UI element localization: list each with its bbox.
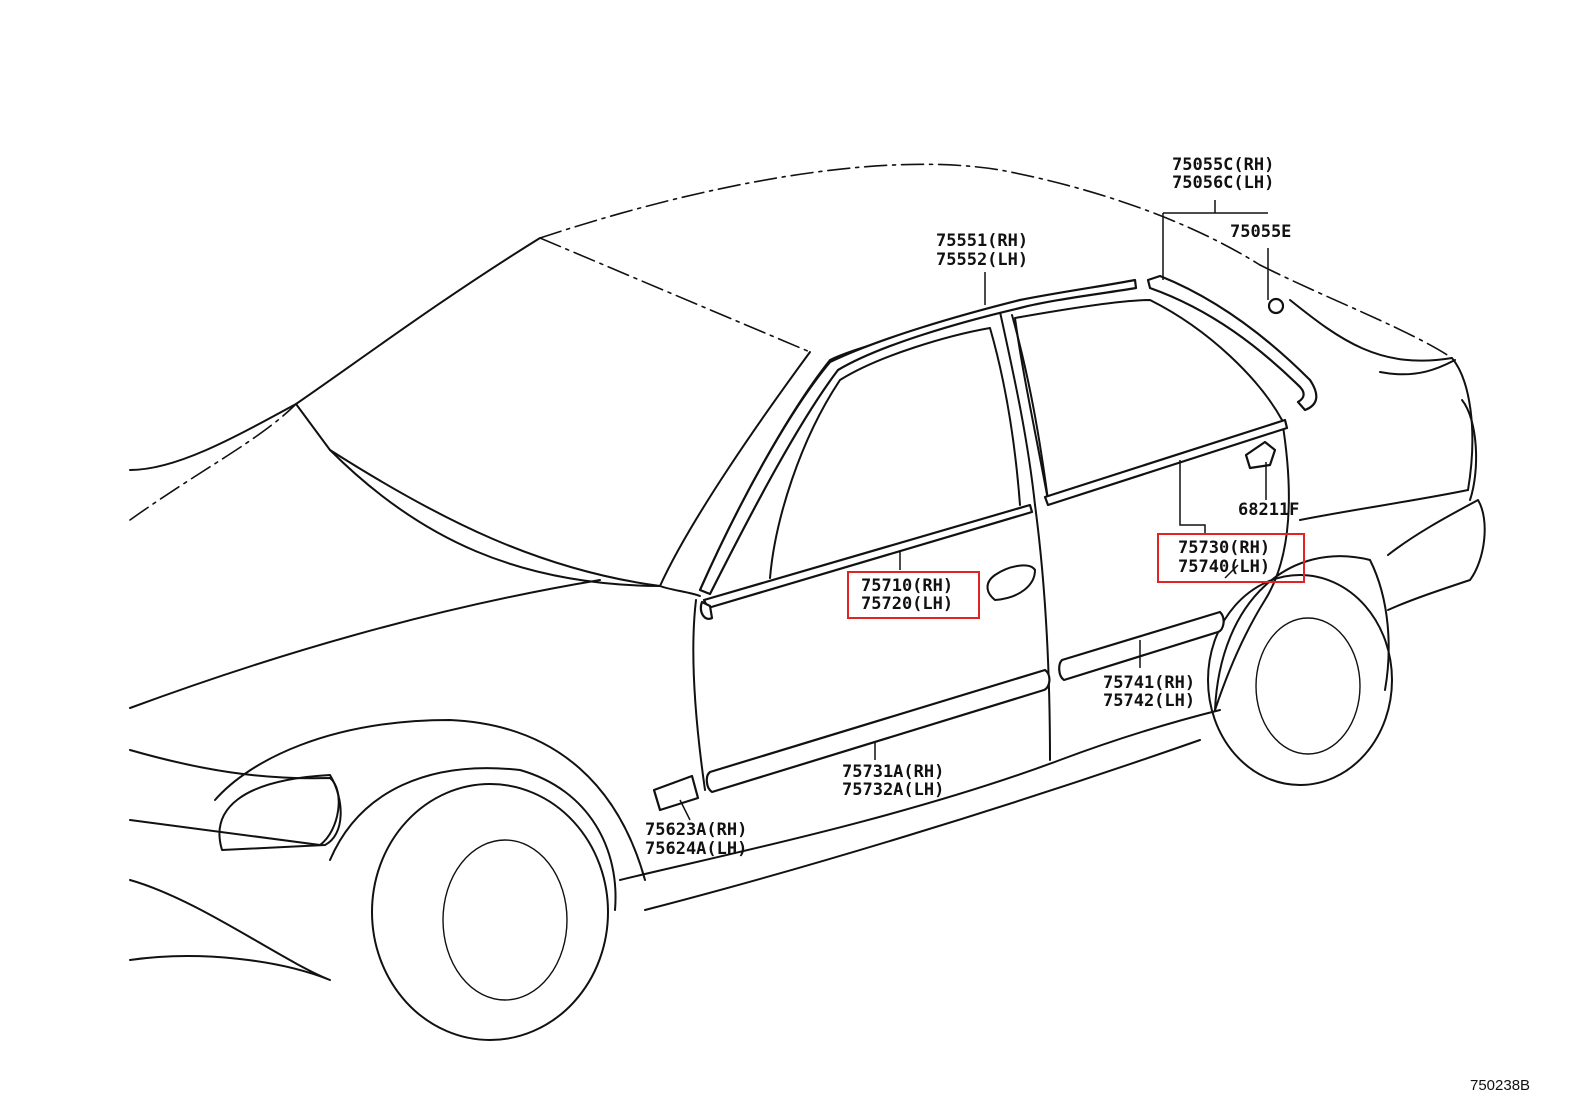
label-75623a: 75623A(RH): [645, 820, 747, 840]
front-rim: [442, 839, 568, 1001]
label-75741: 75741(RH): [1103, 673, 1195, 693]
label-75624a: 75624A(LH): [645, 839, 747, 859]
front-bumper: [129, 749, 340, 846]
rear-rim: [1255, 617, 1361, 755]
roof-front-edge: [539, 237, 811, 353]
moldings: [698, 274, 1318, 794]
roof-line-rear: [1259, 264, 1453, 359]
trunk-line: [1379, 359, 1456, 376]
label-75720: 75720(LH): [861, 594, 953, 614]
rocker-panel: [619, 709, 1221, 881]
diagram-code: 750238B: [1470, 1077, 1530, 1094]
headlight: [218, 774, 342, 851]
rear-light: [1461, 399, 1478, 501]
rear-belt-molding: [1043, 418, 1289, 507]
label-75742: 75742(LH): [1103, 691, 1195, 711]
door-divider: [1034, 504, 1051, 761]
front-belt-clip: [699, 600, 714, 620]
rear-wheel-arch: [1214, 555, 1390, 711]
label-68211f: 68211F: [1238, 500, 1299, 520]
front-side-molding: [705, 668, 1051, 794]
label-75055c: 75055C(RH): [1172, 155, 1274, 175]
front-wheel-arch: [214, 719, 646, 881]
highlights: [847, 533, 1305, 619]
bumper-lower: [129, 879, 331, 981]
rear-window-molding: [1146, 274, 1318, 412]
fastener-clip: [1267, 297, 1285, 315]
retainer-clip: [1244, 440, 1277, 470]
front-tire: [371, 783, 609, 1041]
side-marker: [652, 774, 700, 812]
rear-door-edge: [1214, 419, 1290, 711]
roof-line: [539, 163, 1261, 266]
highlight-75710-75720: [847, 571, 980, 619]
label-75056c: 75056C(LH): [1172, 173, 1274, 193]
roof-drip-molding: [698, 278, 1138, 596]
label-75551: 75551(RH): [936, 231, 1028, 251]
label-75732a: 75732A(LH): [842, 780, 944, 800]
windshield: [295, 237, 811, 587]
label-75731a: 75731A(RH): [842, 762, 944, 782]
hood-rear: [329, 449, 701, 597]
label-75552: 75552(LH): [936, 250, 1028, 270]
trunk-lid: [1289, 299, 1474, 491]
rear-tire: [1207, 574, 1393, 786]
hood-front: [129, 579, 601, 709]
leader-lines: [679, 200, 1269, 821]
label-75710: 75710(RH): [861, 576, 953, 596]
door-front-edge: [692, 599, 706, 791]
rear-side-molding: [1058, 610, 1225, 682]
b-pillar: [999, 311, 1049, 506]
rear-window: [1014, 299, 1283, 501]
label-75730: 75730(RH): [1178, 538, 1270, 558]
front-window: [769, 327, 1021, 579]
hood-line: [129, 403, 297, 521]
lower-sill: [644, 739, 1201, 911]
labels: 75055C(RH) 75056C(LH) 75055E 75551(RH) 7…: [645, 155, 1530, 1094]
car-body: [129, 163, 1486, 1041]
front-wheel-arch-inner: [329, 767, 617, 911]
rear-quarter: [1299, 489, 1469, 521]
door-handle: [986, 564, 1036, 601]
hood-edge: [129, 403, 297, 471]
rear-bumper: [1387, 499, 1486, 611]
highlight-75730-75740: [1157, 533, 1305, 583]
label-75055e: 75055E: [1230, 222, 1291, 242]
label-75740: 75740(LH): [1178, 557, 1270, 577]
